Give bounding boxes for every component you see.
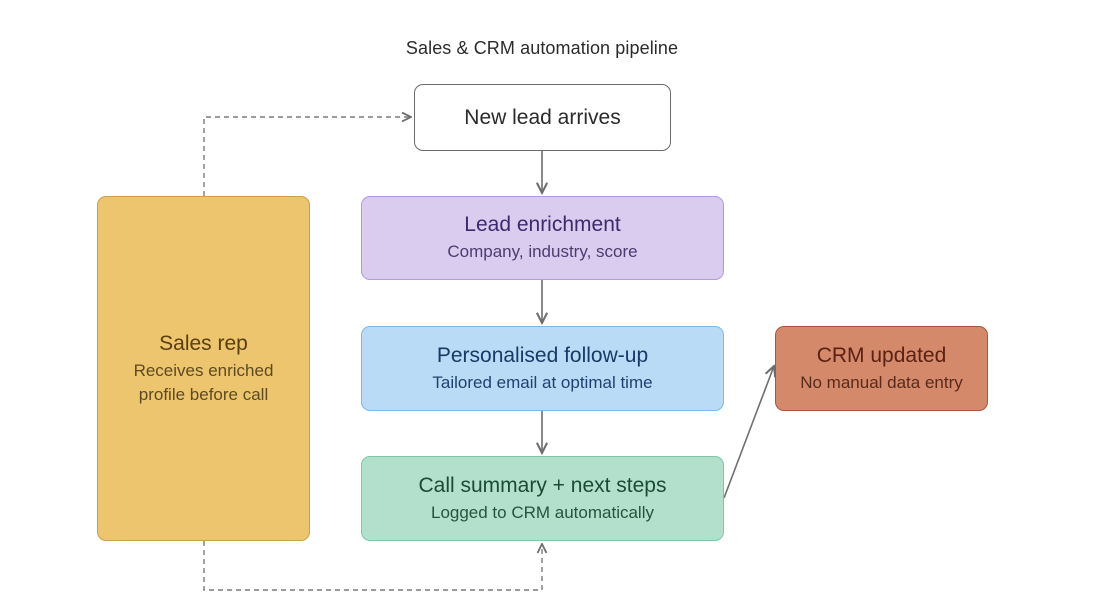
node-sales-rep-label: Sales rep (159, 331, 248, 355)
node-lead-enrichment: Lead enrichment Company, industry, score (361, 196, 724, 280)
edge-callsummary-crm (723, 366, 774, 499)
node-new-lead: New lead arrives (414, 84, 671, 151)
node-lead-enrichment-sub: Company, industry, score (447, 242, 638, 261)
node-call-summary-label: Call summary + next steps (418, 473, 667, 497)
edge-salesrep-callsummary (203, 541, 542, 591)
node-crm-sub: No manual data entry (800, 372, 963, 392)
node-sales-rep: Sales rep Receives enriched profile befo… (97, 196, 310, 541)
edge-salesrep-newlead (203, 117, 411, 196)
node-personalised-follow-up: Personalised follow-up Tailored email at… (361, 326, 724, 411)
node-follow-up-sub: Tailored email at optimal time (432, 372, 653, 392)
node-sales-rep-sub-line2: profile before call (138, 384, 269, 404)
node-crm-updated: CRM updated No manual data entry (775, 326, 988, 411)
node-new-lead-label: New lead arrives (464, 105, 621, 129)
diagram-title: Sales & CRM automation pipeline (405, 38, 679, 58)
node-crm-label: CRM updated (816, 343, 947, 367)
node-follow-up-label: Personalised follow-up (436, 343, 649, 367)
node-lead-enrichment-label: Lead enrichment (464, 213, 621, 236)
node-call-summary: Call summary + next steps Logged to CRM … (361, 456, 724, 541)
node-sales-rep-sub-line1: Receives enriched (133, 360, 274, 380)
node-call-summary-sub: Logged to CRM automatically (430, 502, 654, 522)
